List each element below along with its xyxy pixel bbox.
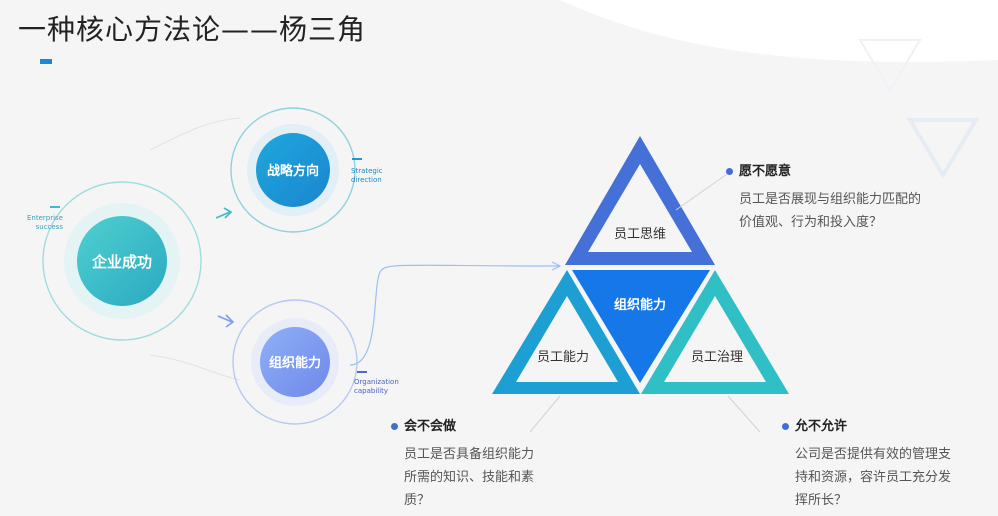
connector-org-to-triangle (349, 264, 561, 366)
annotation-willing-line-2: 价值观、行为和投入度？ (739, 215, 883, 230)
triangle-center-label: 组织能力 (614, 297, 666, 313)
annotation-willing: 愿不愿意 员工是否展现与组织能力匹配的 价值观、行为和投入度？ (726, 160, 921, 234)
annotation-allowed-line-3: 挥所长？ (795, 493, 848, 508)
title-accent-bar (40, 59, 52, 64)
bullet-dot (726, 168, 733, 175)
org-capability-label: 组织能力 (269, 355, 321, 371)
annotation-allowed: 允不允许 公司是否提供有效的管理支 持和资源，容许员工充分发 挥所长？ (782, 415, 951, 512)
enterprise-en-marker (50, 206, 60, 208)
triangle-top-label: 员工思维 (614, 227, 666, 242)
bullet-dot (782, 423, 789, 430)
arrow-head-org (225, 314, 235, 328)
enterprise-en-line2: success (36, 223, 64, 231)
background-decoration (149, 0, 998, 381)
triangle-left-inner (516, 296, 618, 382)
annotation-able-heading: 会不会做 (404, 419, 457, 434)
strategy-en-marker (352, 158, 362, 160)
yang-triangle (492, 136, 789, 394)
triangle-left-label: 员工能力 (537, 350, 589, 365)
org-capability-node (232, 299, 358, 425)
annotation-able-line-2: 所需的知识、技能和素 (404, 470, 535, 485)
annotation-willing-heading: 愿不愿意 (739, 164, 792, 179)
triangle-top-inner (588, 164, 692, 252)
leader-willing (675, 171, 731, 211)
strategy-label: 战略方向 (267, 163, 319, 179)
annotation-able-line-3: 质？ (404, 493, 431, 508)
org-en-marker (357, 371, 367, 373)
bullet-dot (391, 423, 398, 430)
arrow-to-org (217, 315, 233, 323)
annotation-able-line-1: 员工是否具备组织能力 (404, 447, 535, 462)
triangle-right-label: 员工治理 (691, 350, 743, 365)
triangle-center (572, 270, 710, 383)
leader-allowed (727, 395, 761, 433)
connector-arrow-head (551, 261, 562, 271)
triangle-right-inner (664, 296, 766, 382)
arrow-to-strategy (215, 211, 231, 219)
arrow-head-strategy (223, 207, 233, 219)
annotation-allowed-line-2: 持和资源，容许员工充分发 (795, 470, 952, 485)
annotation-allowed-heading: 允不允许 (795, 419, 848, 434)
strategy-node (230, 107, 356, 233)
strategy-en-line1: Strategic (351, 167, 383, 175)
org-en-line1: Organization (354, 378, 399, 386)
page-title: 一种核心方法论——杨三角 (18, 13, 367, 46)
strategy-en-line2: direction (351, 176, 382, 184)
org-en-line2: capability (354, 387, 388, 395)
enterprise-success-label: 企业成功 (91, 253, 152, 271)
leader-able (529, 395, 561, 433)
annotation-willing-line-1: 员工是否展现与组织能力匹配的 (739, 192, 922, 207)
enterprise-success-node (42, 181, 202, 341)
annotation-allowed-line-1: 公司是否提供有效的管理支 (795, 447, 952, 462)
enterprise-en-line1: Enterprise (27, 214, 63, 222)
annotation-able: 会不会做 员工是否具备组织能力 所需的知识、技能和素 质？ (391, 415, 534, 512)
